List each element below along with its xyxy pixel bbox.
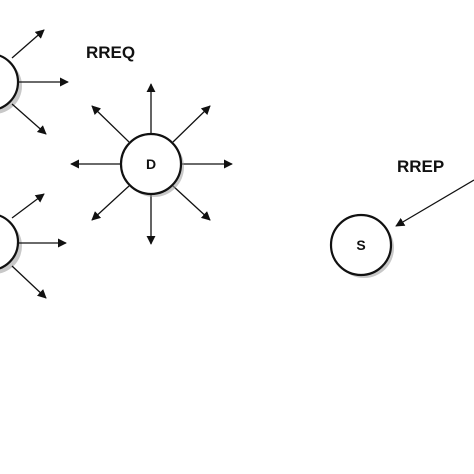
rrep-arrow <box>395 179 474 227</box>
broadcast-arrow-down-right <box>172 185 211 221</box>
source-node-label: S <box>356 237 365 253</box>
destination-node: D <box>70 83 233 245</box>
destination-node-label: D <box>146 156 156 172</box>
broadcast-arrow-up-right <box>172 105 211 143</box>
neighbor-node-bottom <box>0 193 67 299</box>
source-node: S <box>329 213 394 278</box>
broadcast-arrow <box>11 103 47 135</box>
neighbor-node-top <box>0 29 69 135</box>
broadcast-arrow <box>11 193 45 219</box>
rrep-label: RREP <box>397 157 444 176</box>
broadcast-arrow <box>11 29 45 59</box>
broadcast-arrow-down-left <box>91 185 130 221</box>
broadcast-arrow-up-left <box>91 105 130 143</box>
broadcast-arrow <box>11 265 47 299</box>
rreq-label: RREQ <box>86 43 135 62</box>
